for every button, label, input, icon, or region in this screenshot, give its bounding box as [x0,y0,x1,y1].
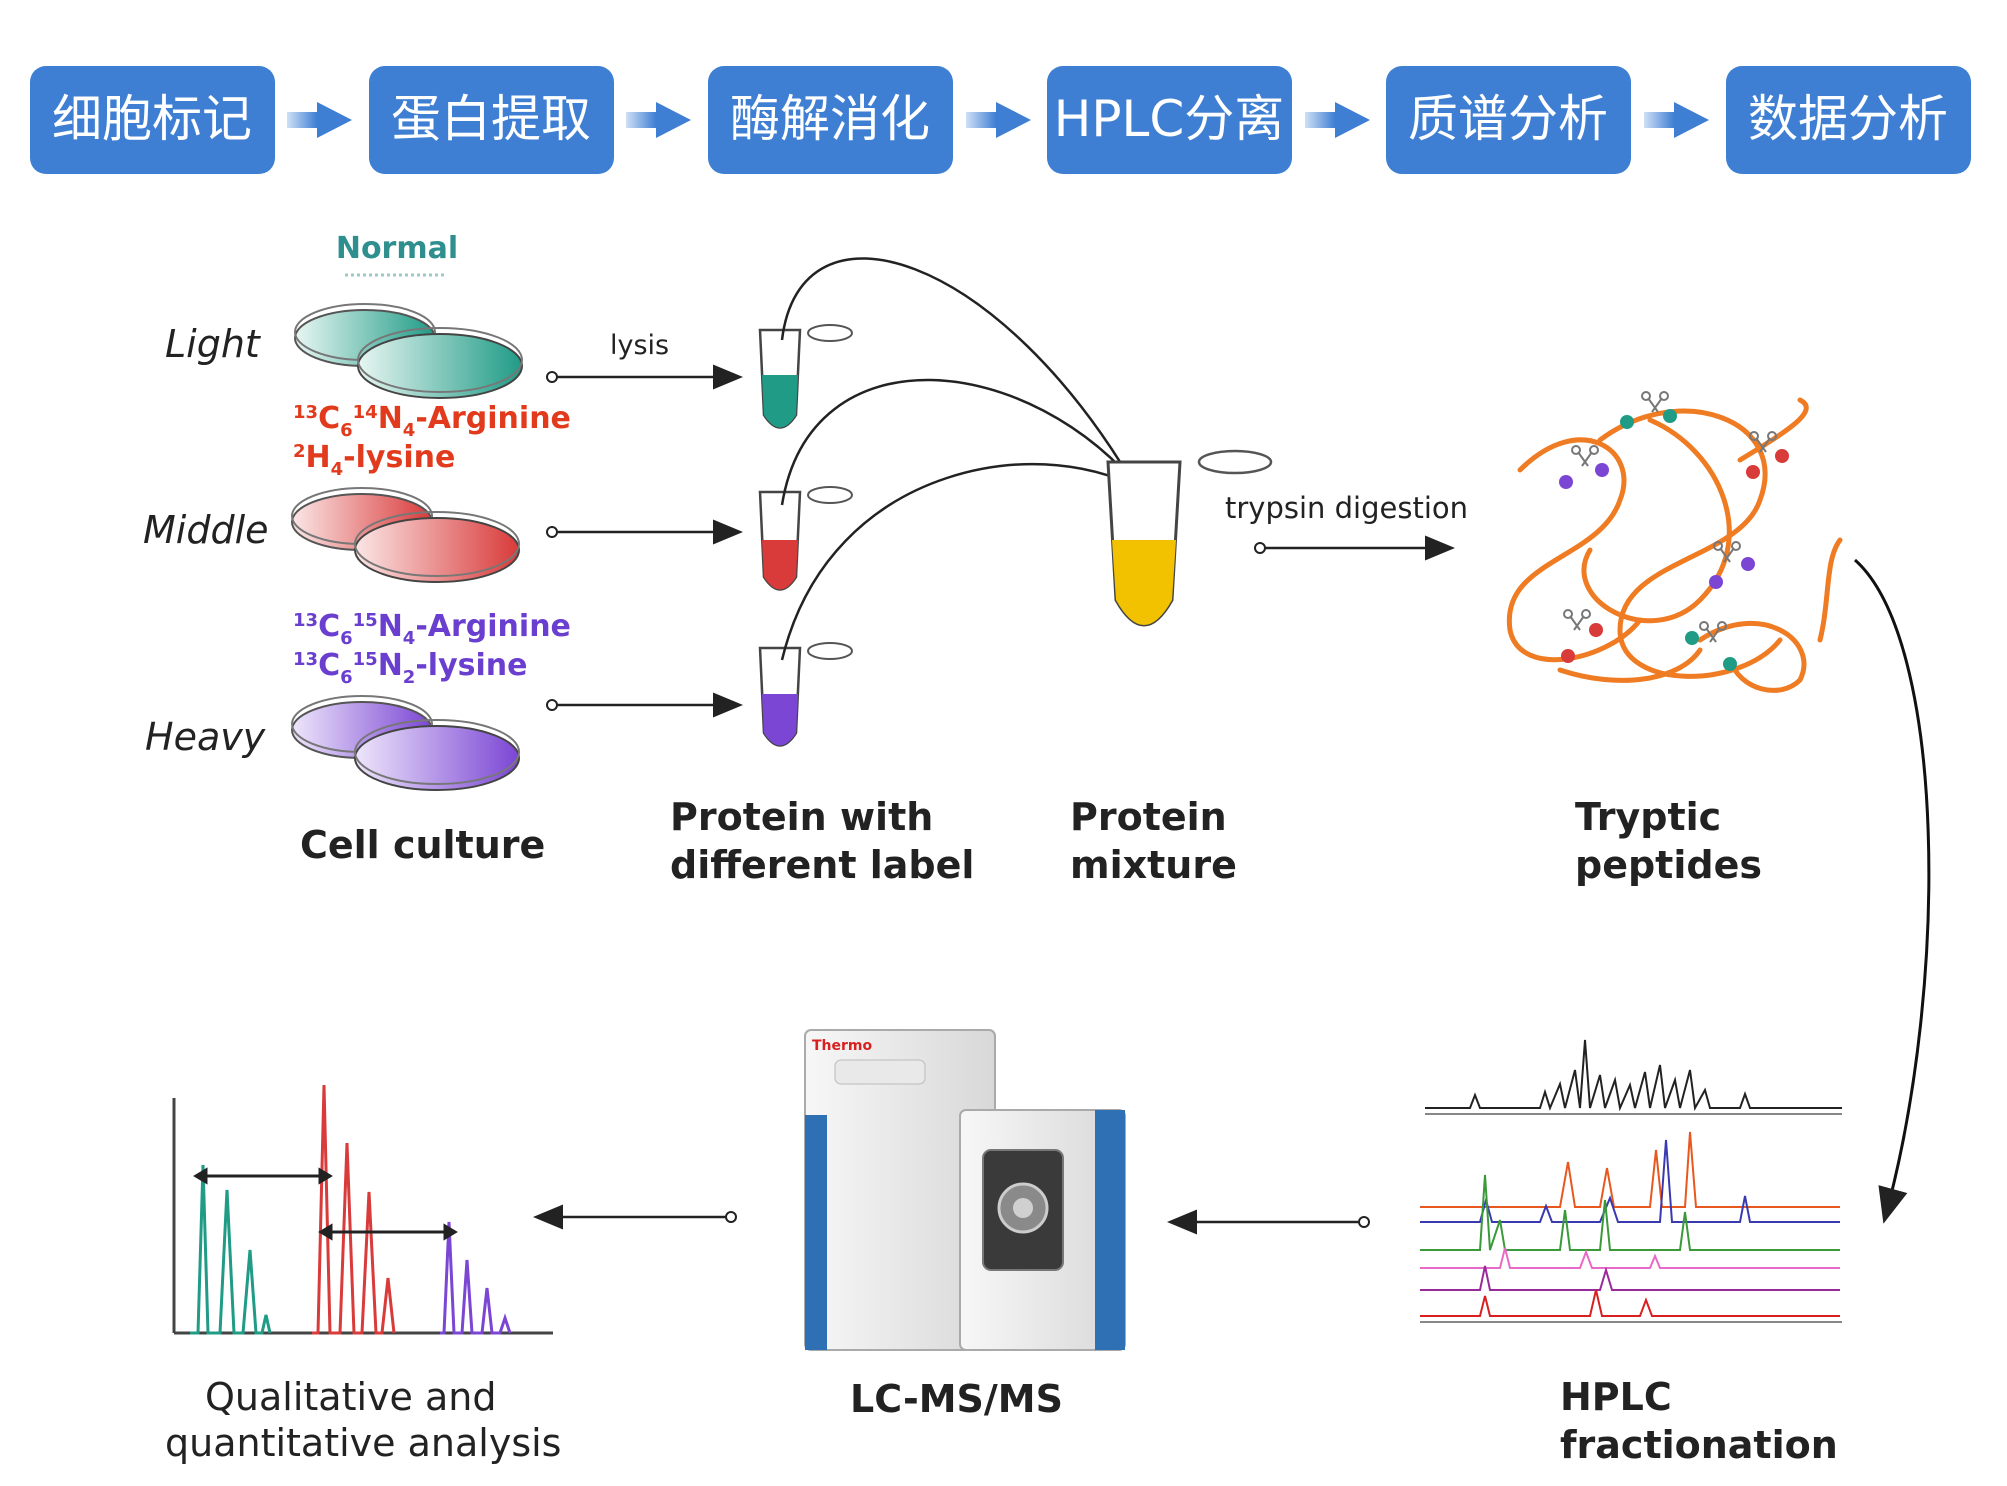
light-label: Light [165,322,262,366]
cleavage-site-markers [1559,409,1789,671]
petri-dish-heavy-icon [291,695,520,791]
cell-culture-caption: Cell culture [300,823,545,867]
hplc-caption-line1: HPLC [1560,1375,1672,1419]
heavy-label: Heavy [145,715,266,759]
flow-arrow-ms-to-analysis [533,1204,737,1230]
workflow-step-label: 数据分析 [1748,90,1948,148]
workflow-step-protein-extraction: 蛋白提取 [369,66,614,174]
heavy-lysine-label: 13C615N2-lysine [293,648,527,688]
protein-label-caption-line1: Protein with [670,795,933,839]
flow-arrow-down [1854,558,1931,1224]
instrument-brand-label: Thermo [812,1038,873,1054]
scissors-icons [1563,391,1777,643]
quantitative-spectrum [172,1084,553,1335]
qual-caption-line2: quantitative analysis [165,1421,561,1465]
mixture-caption-line2: mixture [1070,843,1237,887]
tryptic-peptides-illustration [1506,397,1843,693]
normal-label: Normal [336,231,458,266]
mixture-caption-line1: Protein [1070,795,1227,839]
protein-label-caption-line2: different label [670,843,974,887]
hplc-caption-line2: fractionation [1560,1423,1838,1467]
trypsin-label: trypsin digestion [1225,491,1468,525]
mixing-arrows [780,257,1155,661]
flow-arrow-hplc-to-ms [1167,1209,1370,1235]
workflow-step-hplc: HPLC分离 [1047,66,1292,174]
tryptic-caption-line2: peptides [1575,843,1762,887]
workflow-arrow-icon [1644,102,1709,138]
lysis-label: lysis [610,330,669,361]
workflow-step-data-analysis: 数据分析 [1726,66,1971,174]
light-lysine-label: 2H4-lysine [293,440,455,480]
trypsin-arrow [1254,535,1455,561]
workflow-step-label: 细胞标记 [52,90,252,148]
workflow-step-digestion: 酶解消化 [708,66,953,174]
workflow-arrow-icon [966,102,1031,138]
mass-shift-arrows [193,1167,458,1241]
workflow-arrow-icon [626,102,691,138]
heavy-arginine-label: 13C615N4-Arginine [293,609,571,649]
workflow-bar: 细胞标记 蛋白提取 酶解消化 HPLC分离 [30,66,1971,174]
workflow-arrow-icon [287,102,352,138]
workflow-step-label: HPLC分离 [1054,90,1285,148]
middle-label: Middle [143,508,269,552]
tube-heavy-icon [758,642,853,747]
workflow-step-label: 酶解消化 [730,90,930,148]
tube-middle-icon [758,486,853,591]
tryptic-caption-line1: Tryptic [1575,795,1721,839]
petri-dish-middle-icon [291,487,520,583]
workflow-step-cell-labeling: 细胞标记 [30,66,275,174]
workflow-step-label: 蛋白提取 [391,90,591,148]
workflow-step-mass-spec: 质谱分析 [1386,66,1631,174]
lcms-caption: LC-MS/MS [850,1377,1063,1421]
workflow-step-label: 质谱分析 [1408,90,1608,148]
lcms-instrument-icon: Thermo [804,1029,1126,1351]
hplc-chromatograms [1420,1039,1842,1323]
mixture-tube-icon [1106,449,1273,627]
light-arginine-label: 13C614N4-Arginine [293,401,571,441]
petri-dish-light-icon [294,303,523,399]
lysis-arrows [546,364,743,718]
workflow-arrow-icon [1305,102,1370,138]
tube-light-icon [758,324,853,429]
qual-caption-line1: Qualitative and [205,1375,496,1419]
